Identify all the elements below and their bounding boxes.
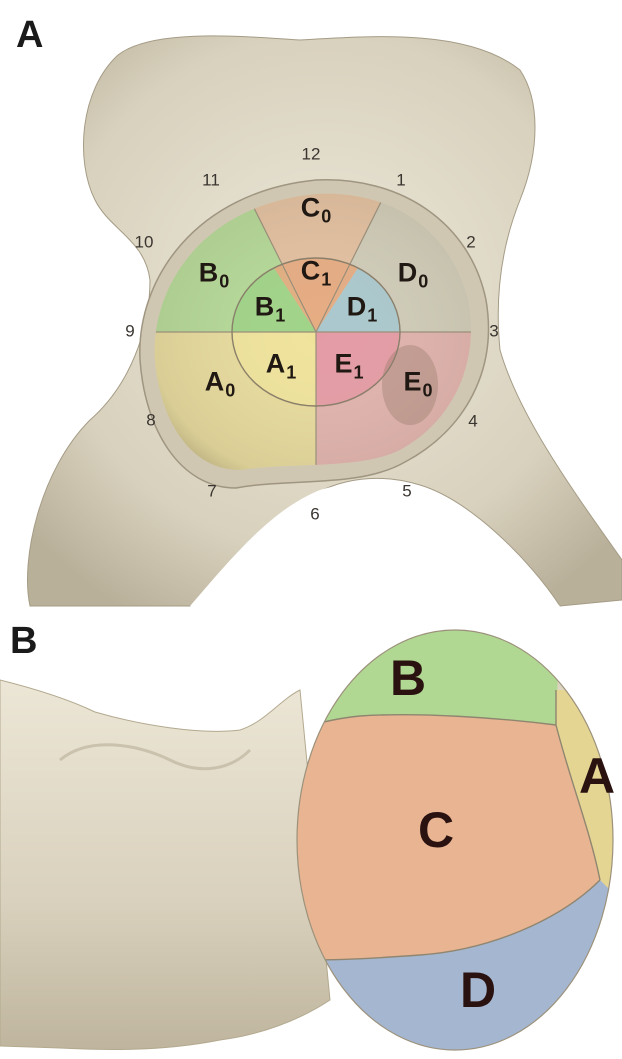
head-zone-c-label: C — [418, 805, 454, 855]
head-zone-b-label: B — [390, 653, 426, 703]
femoral-neck-shape — [0, 680, 330, 1050]
head-zone-a-label: A — [579, 751, 615, 801]
head-zone-d-label: D — [460, 965, 496, 1015]
